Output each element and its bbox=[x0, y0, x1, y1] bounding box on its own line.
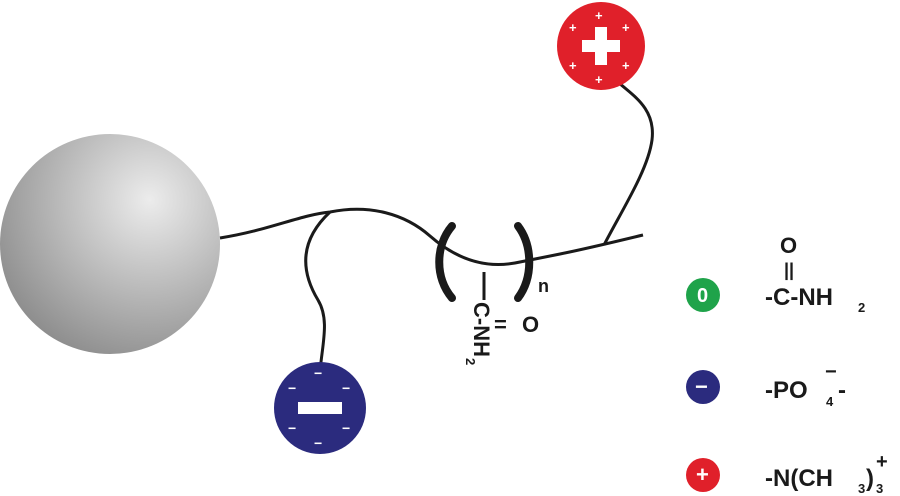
legend-negative-marker bbox=[686, 370, 720, 404]
side-group-carbon: C-NH bbox=[469, 302, 494, 357]
bubble-minus-right-top: − bbox=[342, 380, 350, 396]
repeat-subscript-n: n bbox=[538, 276, 549, 296]
positive-charge-bubble: + + + + + + bbox=[557, 2, 645, 90]
negative-charge-bubble: − − − − − − bbox=[274, 362, 366, 454]
positive-branch bbox=[602, 80, 654, 246]
legend-negative: − -PO 4 − - bbox=[686, 361, 846, 409]
legend-positive-sub2: 3 bbox=[876, 481, 883, 496]
legend-neutral-symbol: 0 bbox=[697, 285, 708, 307]
legend-negative-sup: − bbox=[825, 361, 837, 383]
legend-neutral-sub: 2 bbox=[858, 300, 865, 315]
bubble-minus-left-top: − bbox=[288, 380, 296, 396]
side-group-amide: C-NH 2 bbox=[463, 302, 494, 365]
legend-neutral: 0 O || -C-NH 2 bbox=[686, 233, 865, 315]
legend-positive-marker bbox=[686, 458, 720, 492]
legend-negative-suffix: - bbox=[838, 377, 846, 404]
legend-positive-close: ) bbox=[866, 465, 874, 492]
repeat-bracket-right bbox=[514, 222, 534, 302]
positive-bubble-bar-v bbox=[595, 27, 607, 65]
legend-positive-prefix: -N(CH bbox=[765, 465, 833, 492]
repeat-bracket-left bbox=[435, 222, 456, 302]
legend-positive: + -N(CH 3 ) 3 + bbox=[686, 451, 888, 496]
legend-negative-sub: 4 bbox=[826, 394, 834, 409]
legend-positive-symbol: + bbox=[696, 462, 709, 487]
bubble-plus-bottom: + bbox=[595, 72, 603, 87]
bubble-plus-left-top: + bbox=[569, 20, 577, 35]
legend: 0 O || -C-NH 2 − -PO 4 − - + -N(CH 3 ) 3… bbox=[686, 233, 888, 496]
bead-sphere bbox=[0, 134, 220, 354]
legend-negative-symbol: − bbox=[695, 374, 708, 399]
bubble-minus-right-bottom: − bbox=[342, 420, 350, 436]
bubble-plus-top: + bbox=[595, 8, 603, 23]
bubble-minus-top: − bbox=[314, 365, 322, 381]
negative-branch bbox=[304, 210, 332, 373]
legend-positive-sup: + bbox=[876, 451, 888, 473]
legend-neutral-group: -C-NH bbox=[765, 284, 833, 311]
bubble-minus-left-bottom: − bbox=[288, 420, 296, 436]
side-group-sub: 2 bbox=[463, 358, 478, 365]
negative-bubble-bar bbox=[298, 402, 342, 414]
legend-neutral-marker bbox=[686, 278, 720, 312]
backbone-chain bbox=[219, 207, 644, 266]
side-group-double-bond: = bbox=[494, 312, 507, 337]
legend-neutral-oxygen: O bbox=[780, 233, 797, 258]
bubble-plus-left-bottom: + bbox=[569, 58, 577, 73]
legend-positive-sub: 3 bbox=[858, 481, 865, 496]
legend-neutral-double-bond: || bbox=[784, 260, 794, 280]
bubble-minus-bottom: − bbox=[314, 435, 322, 451]
bubble-plus-right-top: + bbox=[622, 20, 630, 35]
bubble-plus-right-bottom: + bbox=[622, 58, 630, 73]
legend-negative-prefix: -PO bbox=[765, 377, 808, 404]
side-group-oxygen: O bbox=[522, 312, 539, 337]
